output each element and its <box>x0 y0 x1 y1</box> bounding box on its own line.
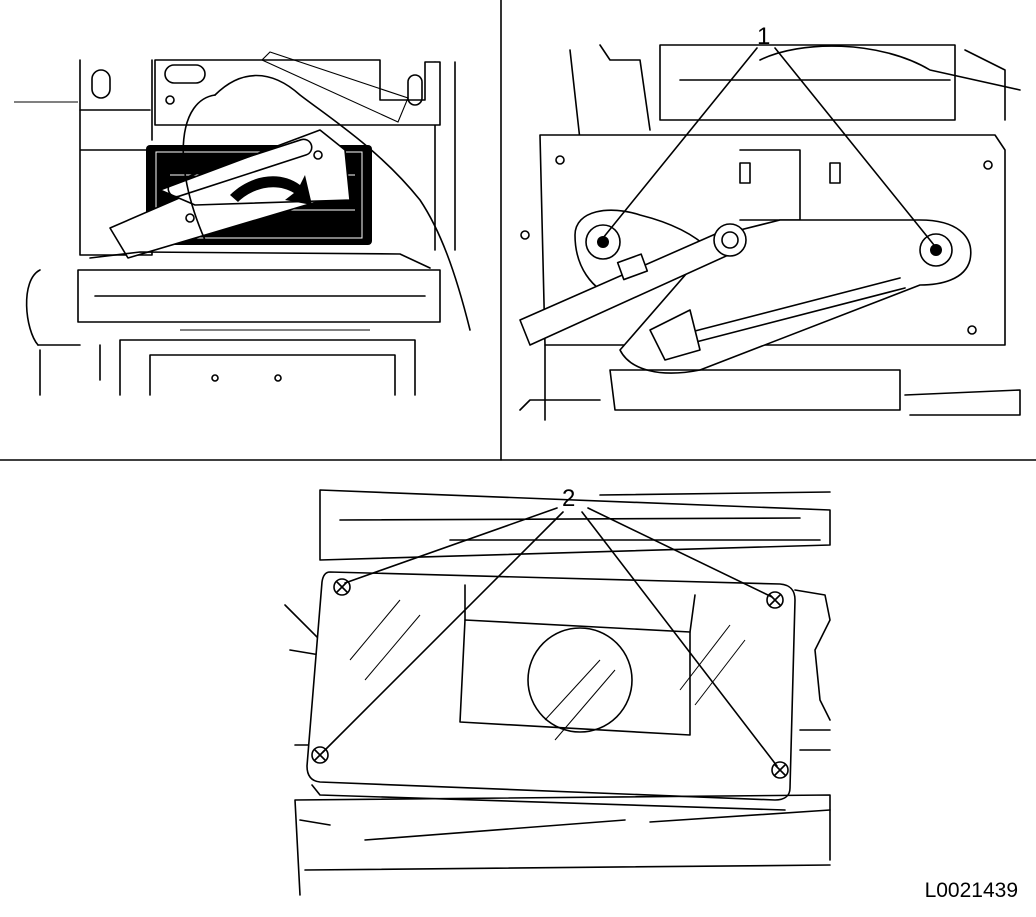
curved-arrow-icon <box>230 175 312 205</box>
callout-2: 2 <box>322 485 778 767</box>
glare-marks <box>349 599 746 741</box>
screw <box>766 591 784 609</box>
screw <box>771 761 789 779</box>
panel-dividers <box>0 0 1036 461</box>
callout-1: 1 <box>602 23 935 246</box>
figure-code: L0021439 <box>925 879 1018 902</box>
panel-top-left <box>14 51 471 396</box>
callout-label-2: 2 <box>562 485 575 512</box>
panel-bottom <box>284 489 831 896</box>
callout-label-1: 1 <box>757 23 770 50</box>
panel-top-right <box>519 44 1021 421</box>
